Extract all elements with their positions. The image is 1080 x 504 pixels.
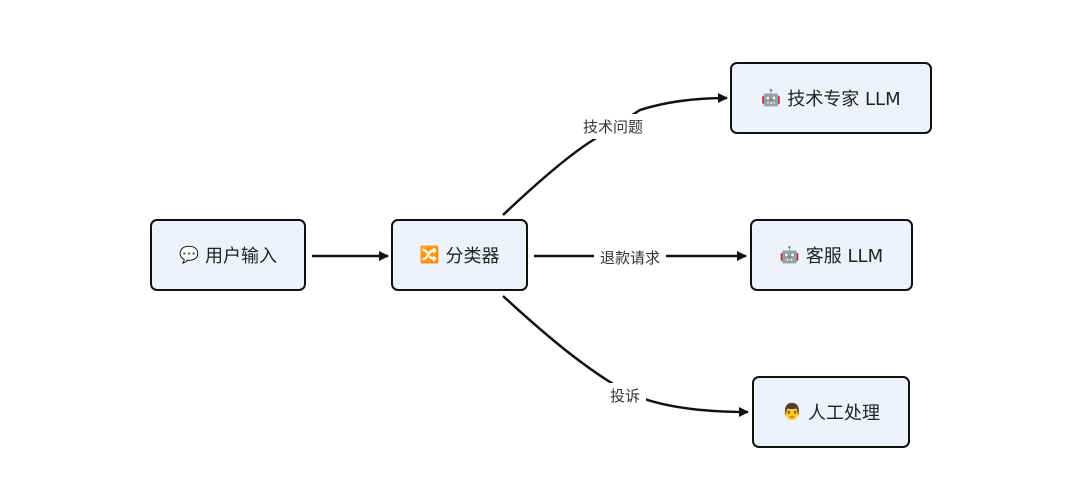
person-icon: 👨 xyxy=(782,402,802,421)
edge-label-refund-request: 退款请求 xyxy=(594,245,667,270)
edge-classifier-to-tech-expert xyxy=(502,93,728,216)
edge-label-tech-question: 技术问题 xyxy=(577,114,650,139)
node-label: 分类器 xyxy=(445,246,500,267)
robot-icon: 🤖 xyxy=(761,88,782,107)
node-classifier[interactable]: 🔀 分类器 xyxy=(391,219,528,291)
speech-bubble-icon: 💬 xyxy=(179,245,199,264)
edge-label-complaint: 投诉 xyxy=(604,383,647,408)
node-label: 客服 LLM xyxy=(805,246,884,267)
node-tech-expert-llm[interactable]: 🤖 技术专家 LLM xyxy=(730,62,932,134)
node-user-input[interactable]: 💬 用户输入 xyxy=(150,219,306,291)
node-label: 人工处理 xyxy=(807,403,880,424)
node-human-handling[interactable]: 👨 人工处理 xyxy=(752,376,910,448)
shuffle-icon: 🔀 xyxy=(419,245,440,264)
robot-icon: 🤖 xyxy=(779,245,800,264)
node-label: 技术专家 LLM xyxy=(787,89,901,110)
node-customer-service-llm[interactable]: 🤖 客服 LLM xyxy=(750,219,913,291)
edge-classifier-to-human xyxy=(502,295,749,417)
node-label: 用户输入 xyxy=(204,246,277,267)
